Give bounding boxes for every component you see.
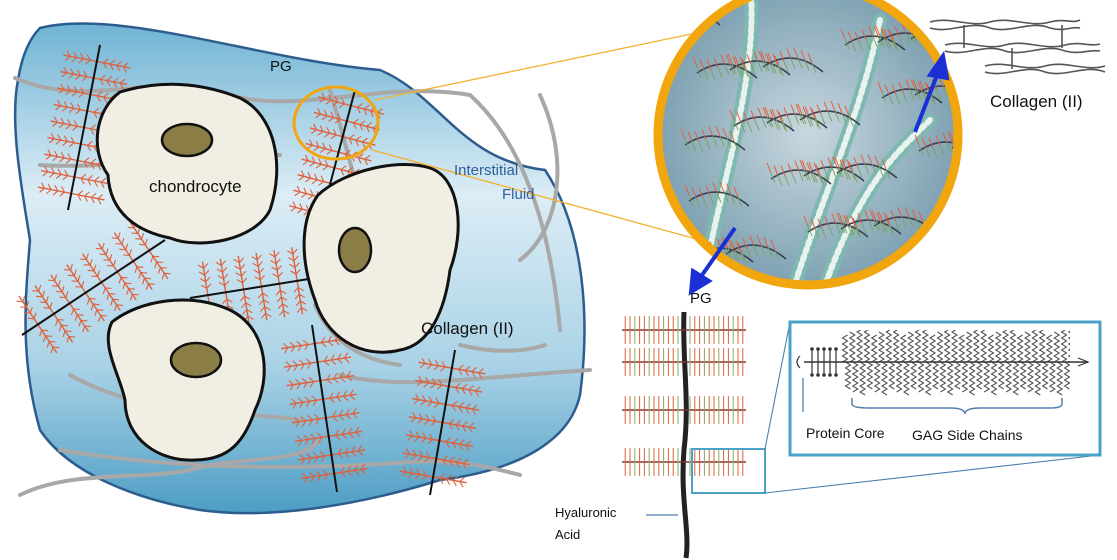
collagen-label-zoom: Collagen (II)	[990, 92, 1083, 112]
interstitial-fluid-label-2: Fluid	[502, 186, 535, 203]
pg-aggregate-detail	[622, 312, 746, 558]
hyaluronic-acid-label-2: Acid	[555, 527, 580, 542]
protein-core-label: Protein Core	[806, 425, 885, 441]
pg-label-detail: PG	[690, 290, 712, 307]
nucleus-top	[162, 124, 212, 156]
interstitial-fluid-label-1: Interstitial	[454, 162, 518, 179]
nucleus-right	[339, 228, 371, 272]
gag-side-chains-label: GAG Side Chains	[912, 427, 1023, 443]
chondrocyte-label: chondrocyte	[149, 177, 242, 197]
collagen-molecule-icon	[930, 20, 1105, 74]
zoomed-matrix-view	[656, 0, 1016, 300]
hyaluronic-acid-label-1: Hyaluronic	[555, 505, 616, 520]
pg-label-matrix: PG	[270, 58, 292, 75]
collagen-label-matrix: Collagen (II)	[421, 319, 514, 339]
nucleus-bottom	[171, 343, 221, 377]
